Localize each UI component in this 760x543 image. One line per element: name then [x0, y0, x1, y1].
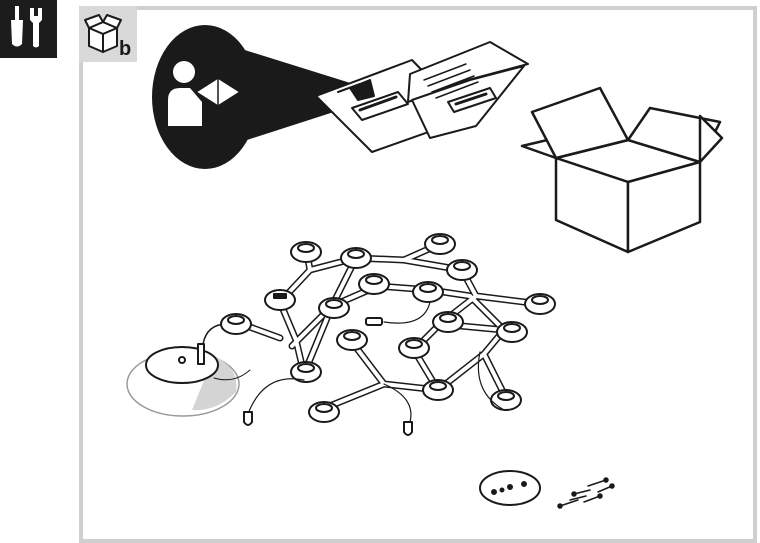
lamp-head	[490, 389, 522, 411]
lamp-head	[424, 233, 456, 255]
lamp-head	[412, 281, 444, 303]
contents-letter: b	[119, 38, 132, 60]
mounting-plate	[479, 470, 541, 506]
lamp-head	[422, 379, 454, 401]
open-cardboard-box	[520, 86, 724, 254]
screws-bag	[557, 477, 615, 509]
lamp-head	[290, 241, 322, 263]
lamp-head	[264, 289, 296, 311]
lamp-head	[308, 401, 340, 423]
lamp-head	[220, 313, 252, 335]
lamp-head	[340, 247, 372, 269]
contents-tab: b	[79, 6, 137, 62]
lamp-head	[358, 273, 390, 295]
lamp-head	[336, 329, 368, 351]
screwdriver-wrench-icon	[11, 6, 42, 48]
lamp-head	[496, 321, 528, 343]
read-manual-icon	[152, 25, 360, 169]
lamp-head	[446, 259, 478, 281]
wire-plugs	[243, 317, 413, 436]
lamp-head	[318, 297, 350, 319]
lamp-head	[290, 361, 322, 383]
lamp-heads	[220, 233, 556, 423]
lamp-head	[432, 311, 464, 333]
lamp-head	[524, 293, 556, 315]
lamp-head	[398, 337, 430, 359]
manual-pages	[315, 41, 529, 153]
tools-tab	[0, 0, 57, 58]
ceiling-plate	[126, 323, 251, 417]
wires	[247, 301, 505, 423]
open-box-icon	[84, 14, 122, 53]
